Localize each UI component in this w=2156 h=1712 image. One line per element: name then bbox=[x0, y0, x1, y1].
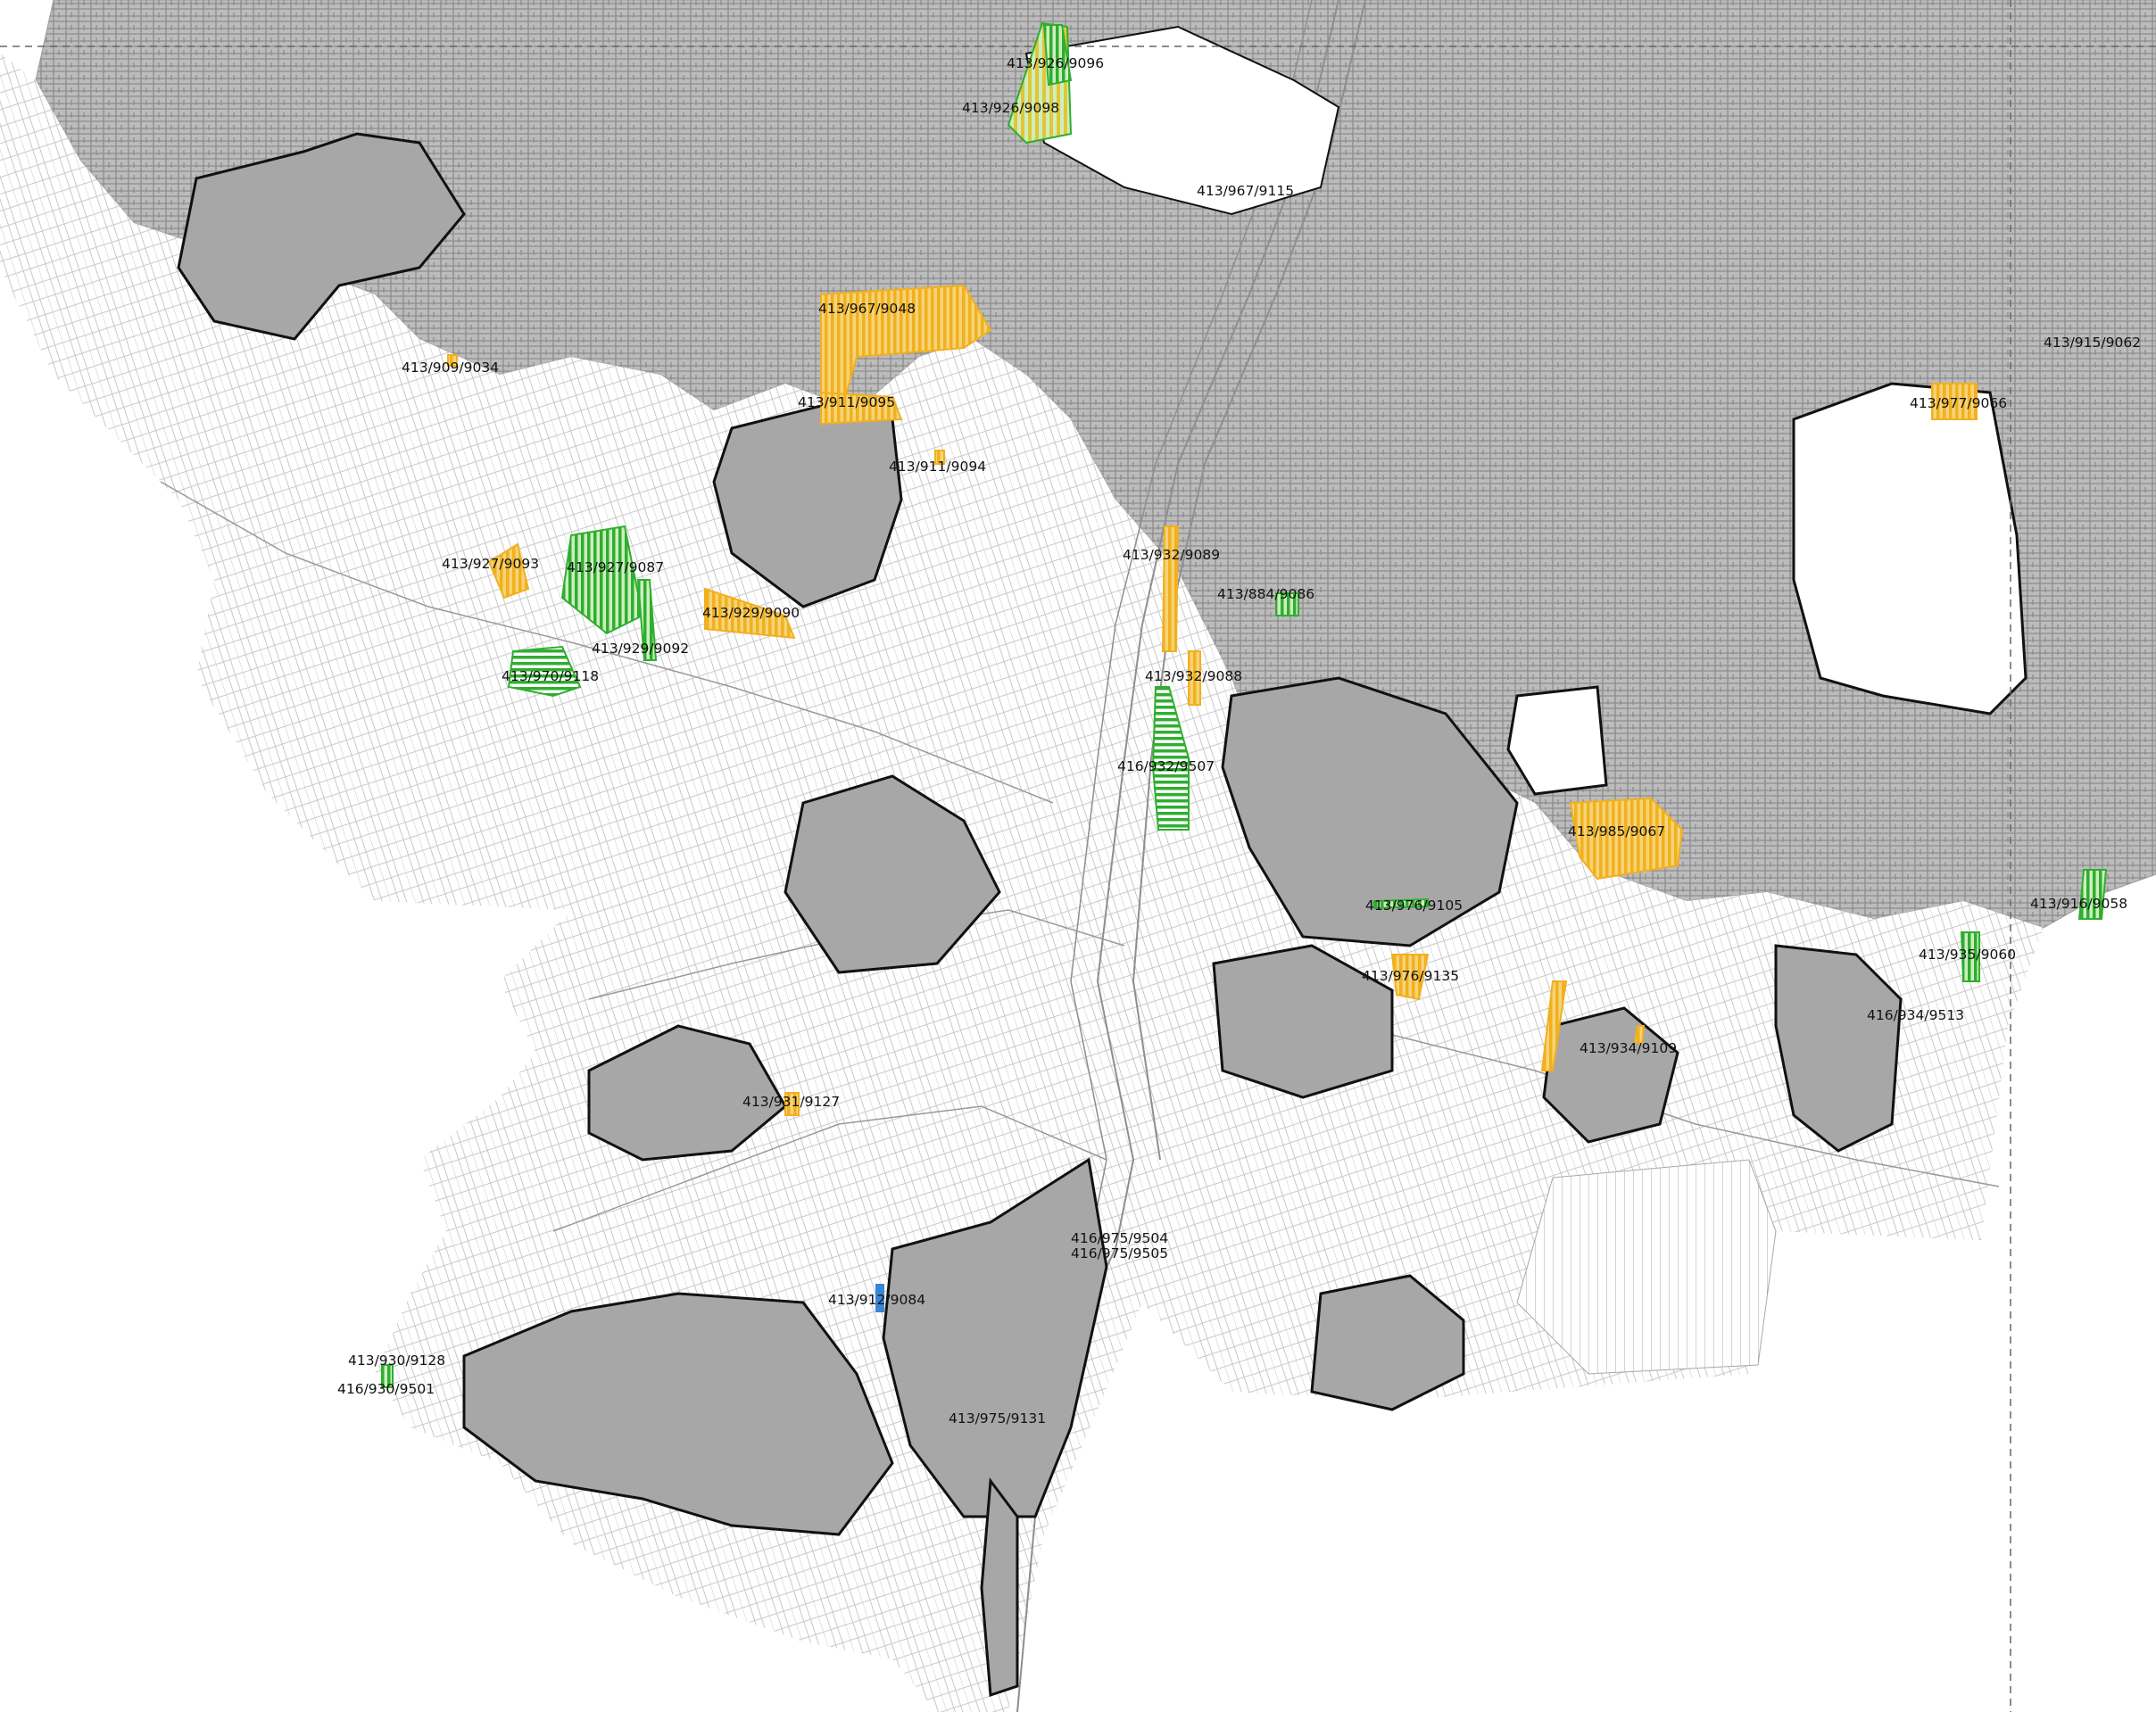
label-416-975-9504: 416/975/9504 bbox=[1071, 1230, 1168, 1246]
label-413-929-9090: 413/929/9090 bbox=[702, 605, 800, 621]
label-413-884-9086: 413/884/9086 bbox=[1217, 586, 1314, 602]
change-area-413-976-9135[interactable] bbox=[1390, 954, 1430, 1001]
change-area-413-912-9084[interactable] bbox=[875, 1284, 884, 1312]
label-413-915-9062: 413/915/9062 bbox=[2044, 335, 2141, 351]
change-area-413-929-9090[interactable] bbox=[704, 587, 796, 640]
change-area-413-884-9086[interactable] bbox=[1275, 592, 1299, 616]
parcel-labels: 413/926/9096 413/926/9098 413/967/9115 4… bbox=[337, 55, 2141, 1427]
change-area-413-911-9095[interactable] bbox=[820, 391, 903, 426]
change-area-413-909-9034[interactable] bbox=[447, 354, 458, 367]
change-area-413-929-9092[interactable] bbox=[636, 579, 658, 661]
change-area-413-976-9105[interactable] bbox=[1373, 897, 1429, 910]
settlement bbox=[587, 1024, 787, 1162]
settlement bbox=[1212, 944, 1394, 1099]
label-413-977-9066: 413/977/9066 bbox=[1910, 395, 2007, 411]
change-area-416-934-9513[interactable] bbox=[1540, 980, 1568, 1071]
settlement bbox=[882, 1157, 1108, 1518]
change-area-416-930-9501[interactable] bbox=[381, 1364, 394, 1388]
label-413-976-9135: 413/976/9135 bbox=[1362, 968, 1459, 984]
label-413-975-9131: 413/975/9131 bbox=[949, 1410, 1046, 1427]
change-areas-green bbox=[381, 24, 2108, 1388]
open-area bbox=[1024, 25, 1340, 216]
label-413-935-9060: 413/935/9060 bbox=[1919, 947, 2016, 963]
change-area-413-934-9109[interactable] bbox=[1633, 1025, 1646, 1046]
label-413-976-9105: 413/976/9105 bbox=[1365, 897, 1463, 914]
change-area-413-931-9127[interactable] bbox=[784, 1092, 800, 1116]
change-area-413-985-9067[interactable] bbox=[1569, 797, 1684, 881]
road bbox=[160, 481, 1054, 804]
settlement bbox=[1221, 676, 1519, 947]
open-area bbox=[1792, 382, 2027, 715]
settlement bbox=[1774, 944, 1903, 1153]
settlement bbox=[1542, 1006, 1679, 1144]
label-413-926-9096: 413/926/9096 bbox=[1007, 55, 1104, 71]
change-area-413-926-9096[interactable] bbox=[1042, 24, 1073, 87]
label-416-930-9501: 416/930/9501 bbox=[337, 1381, 435, 1397]
label-413-931-9127: 413/931/9127 bbox=[742, 1094, 840, 1110]
settlement bbox=[462, 1292, 894, 1536]
label-413-911-9095: 413/911/9095 bbox=[798, 394, 895, 410]
change-area-413-932-9089[interactable] bbox=[1161, 525, 1180, 652]
label-413-927-9093: 413/927/9093 bbox=[442, 556, 539, 572]
open-area bbox=[1506, 685, 1608, 796]
label-413-927-9087: 413/927/9087 bbox=[567, 559, 664, 575]
label-416-934-9513: 416/934/9513 bbox=[1867, 1007, 1964, 1023]
settlement bbox=[1310, 1274, 1465, 1411]
label-413-911-9094: 413/911/9094 bbox=[889, 459, 986, 475]
label-413-929-9092: 413/929/9092 bbox=[592, 641, 689, 657]
label-413-970-9118: 413/970/9118 bbox=[502, 668, 599, 684]
change-area-413-927-9093[interactable] bbox=[487, 542, 530, 600]
settlement bbox=[784, 774, 1001, 974]
change-area-413-970-9118[interactable] bbox=[507, 645, 582, 698]
settlement bbox=[177, 132, 466, 341]
field-strips-southeast bbox=[1516, 1159, 1777, 1375]
change-area-413-935-9060[interactable] bbox=[1960, 931, 1980, 982]
change-area-413-932-9088[interactable] bbox=[1188, 650, 1201, 706]
label-416-975-9505: 416/975/9505 bbox=[1071, 1245, 1168, 1261]
change-area-416-932-9507[interactable] bbox=[1151, 686, 1190, 831]
label-413-932-9089: 413/932/9089 bbox=[1123, 547, 1220, 563]
label-416-932-9507: 416/932/9507 bbox=[1117, 758, 1215, 774]
change-area-413-977-9066[interactable] bbox=[1931, 383, 1978, 420]
label-413-909-9034: 413/909/9034 bbox=[402, 360, 499, 376]
label-413-912-9084: 413/912/9084 bbox=[828, 1292, 925, 1308]
change-area-413-927-9087[interactable] bbox=[560, 525, 644, 635]
settlement bbox=[980, 1476, 1019, 1698]
label-413-916-9058: 413/916/9058 bbox=[2030, 896, 2127, 912]
road bbox=[552, 1105, 1107, 1232]
change-area-413-916-9058[interactable] bbox=[2077, 869, 2108, 920]
label-413-930-9128: 413/930/9128 bbox=[348, 1352, 445, 1369]
label-413-967-9115: 413/967/9115 bbox=[1197, 183, 1294, 199]
change-area-413-911-9094[interactable] bbox=[934, 450, 945, 465]
label-413-967-9048: 413/967/9048 bbox=[818, 301, 916, 317]
label-413-926-9098: 413/926/9098 bbox=[962, 100, 1059, 116]
label-413-985-9067: 413/985/9067 bbox=[1568, 823, 1665, 839]
label-413-934-9109: 413/934/9109 bbox=[1580, 1040, 1677, 1056]
label-413-932-9088: 413/932/9088 bbox=[1145, 668, 1242, 684]
